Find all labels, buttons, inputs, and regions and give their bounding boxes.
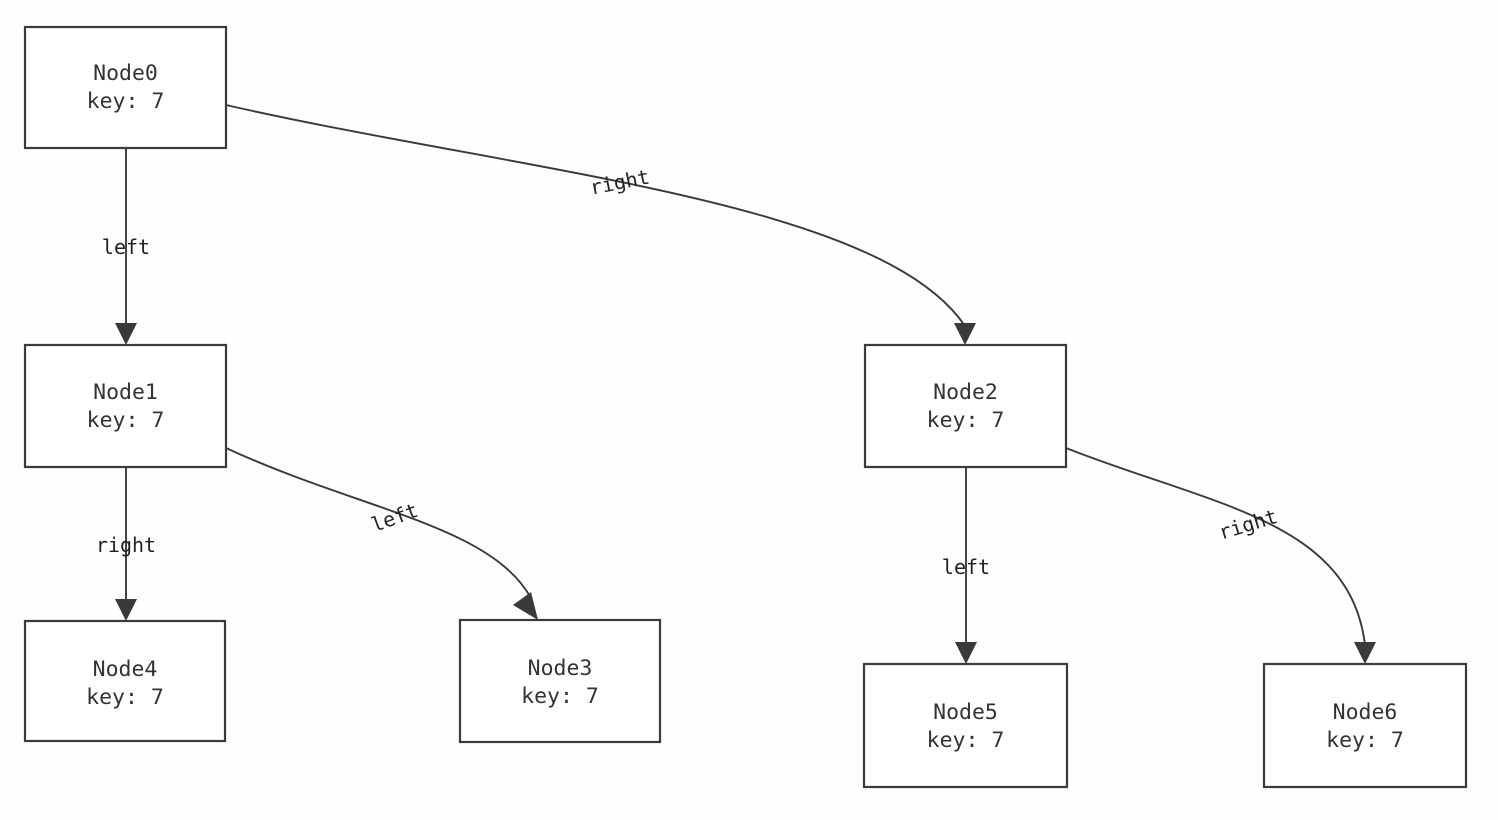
node-node4[interactable]: Node4 key: 7 [23,619,227,743]
node-key: key: 7 [927,728,1005,753]
edge-label-node2-right: right [1216,504,1281,545]
node-key: key: 7 [87,89,165,114]
node-box[interactable] [458,618,662,744]
node-title: Node6 [1333,700,1398,725]
edge-node2-right-node6 [1065,447,1376,664]
edge-line [225,447,532,599]
node-title: Node0 [93,61,158,86]
edge-node1-right-node4 [115,467,137,621]
arrow-head-icon [115,599,137,621]
node-key: key: 7 [86,685,164,710]
node-box[interactable] [862,662,1069,789]
node-key: key: 7 [1326,728,1404,753]
edge-label-node2-left: left [942,555,990,579]
arrow-head-icon [955,642,977,664]
arrow-head-icon [1354,642,1376,664]
edge-line [1065,447,1366,646]
node-key: key: 7 [927,408,1005,433]
node-title: Node1 [93,380,158,405]
edge-node0-left-node1 [115,148,137,345]
node-box[interactable] [863,343,1068,469]
node-title: Node4 [93,657,158,682]
node-title: Node2 [933,380,998,405]
node-box[interactable] [23,619,227,743]
arrow-head-icon [513,592,538,620]
node-node5[interactable]: Node5 key: 7 [862,662,1069,789]
node-node0[interactable]: Node0 key: 7 [23,25,228,150]
node-node2[interactable]: Node2 key: 7 [863,343,1068,469]
edge-label-node1-left: left [368,498,421,537]
edge-label-node1-right: right [96,533,156,557]
node-box[interactable] [23,25,228,150]
edge-node0-right-node2 [225,104,976,345]
node-box[interactable] [1262,662,1468,789]
edge-node1-left-node3 [225,447,538,620]
arrow-head-icon [115,323,137,345]
node-title: Node5 [933,700,998,725]
edge-label-node0-left: left [102,235,150,259]
arrow-head-icon [954,323,976,345]
edge-node2-left-node5 [955,467,977,664]
node-node1[interactable]: Node1 key: 7 [23,343,228,469]
node-node6[interactable]: Node6 key: 7 [1262,662,1468,789]
node-key: key: 7 [87,408,165,433]
edge-label-node0-right: right [588,165,652,200]
node-box[interactable] [23,343,228,469]
edge-line [225,104,966,327]
node-title: Node3 [528,656,593,681]
node-node3[interactable]: Node3 key: 7 [458,618,662,744]
node-key: key: 7 [521,684,599,709]
